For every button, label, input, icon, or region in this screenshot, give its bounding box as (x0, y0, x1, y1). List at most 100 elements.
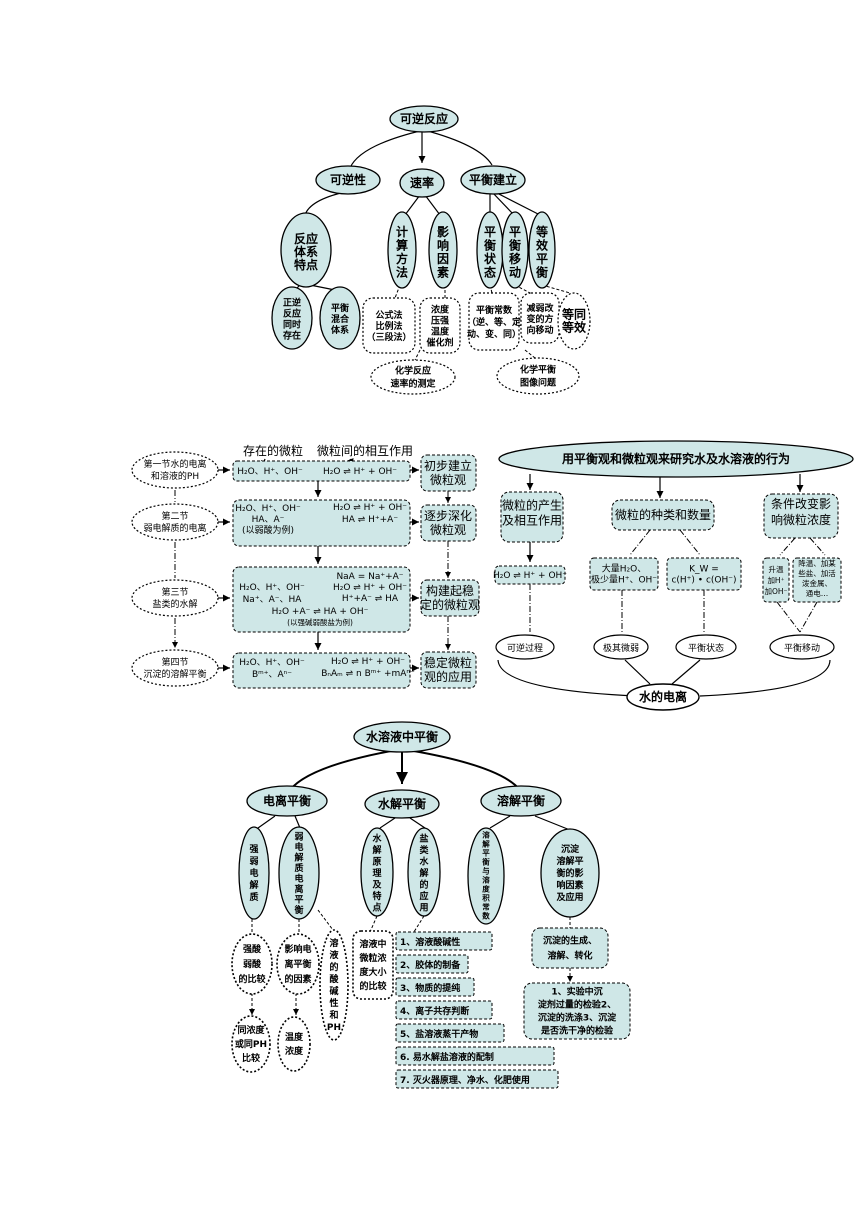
connector (349, 129, 425, 169)
application-item-box (395, 1069, 559, 1089)
node-label: 水解平衡 (378, 796, 426, 811)
bottom-node-label: 可逆过程 (507, 642, 543, 654)
box-label: K_W =c(H⁺) • c(OH⁻) (671, 565, 736, 586)
application-item: 6. 易水解盐溶液的配制 (400, 1051, 494, 1063)
node-l3 (362, 297, 416, 354)
connector (404, 194, 421, 216)
box-section-2 (232, 499, 411, 547)
box-label: 大量H₂O、极少量H⁺、OH⁻ (591, 563, 657, 586)
node-l3 (352, 930, 394, 1000)
root-label: 水溶液中平衡 (366, 729, 438, 744)
bottom-node-label: 平衡状态 (688, 642, 724, 654)
application-item: 2、胶体的制备 (400, 959, 461, 971)
box-section-4 (232, 652, 411, 689)
l3-labels: 正逆反应同时存在平衡混合体系公式法比例法（三段法）浓度压强温度催化剂平衡常数（逆… (283, 297, 587, 349)
section-label: 第一节水的电离和溶液的PH (143, 458, 206, 482)
interaction-label: H₂O ⇌ H⁺ + OH⁻HA ⇌ H⁺+A⁻ (333, 503, 407, 525)
eq-label: H₂O ⇌ H⁺ + OH⁻ (493, 571, 567, 581)
node-label: 浓度压强温度催化剂 (426, 304, 453, 349)
node-label: 化学反应速率的测定 (390, 365, 436, 390)
sec3-note: (以强碱弱酸盐为例) (287, 617, 353, 627)
connector (289, 748, 403, 791)
connector (494, 191, 541, 216)
node-l2 (387, 211, 417, 289)
interaction-label: H₂O ⇌ H⁺ + OH⁻BₙAₘ ⇌ n Bᵐ⁺ +mAⁿ⁻ (321, 657, 415, 679)
node-label: 平衡移动 (509, 225, 521, 280)
center-node (626, 683, 700, 711)
box-quantity (589, 557, 659, 591)
bottom-nodes: 化学反应速率的测定 化学平衡图像问题 (370, 357, 580, 395)
box-label: 升温加H⁺加OH⁻ (764, 565, 787, 596)
node-l3 (319, 929, 349, 1041)
diagram-particle-view: 存在的微粒 微粒间的相互作用 (131, 443, 480, 689)
application-item-box (395, 931, 493, 951)
connector (424, 194, 441, 216)
center-label: 水的电离 (639, 689, 687, 704)
section-label: 第四节沉淀的溶解平衡 (143, 656, 206, 680)
node-l3 (468, 292, 520, 351)
bottom-labels: 化学反应速率的测定 化学平衡图像问题 (390, 364, 557, 390)
node-label: 化学平衡图像问题 (520, 364, 557, 389)
node-label: 电离平衡 (263, 793, 311, 808)
section-2 (131, 503, 219, 541)
connector (491, 191, 515, 216)
node-ionization (246, 785, 328, 817)
connector (799, 601, 818, 633)
col-condition-change (763, 493, 839, 539)
section-4 (131, 649, 219, 687)
application-item: 5、盐溶液蒸干产物 (400, 1028, 478, 1040)
node-label: 计算方法 (396, 224, 408, 280)
node-label: 强酸弱酸的比较 (238, 943, 265, 985)
col-particle-origin (500, 491, 564, 543)
bottom-node-label: 极其微弱 (603, 642, 639, 654)
node-l2 (280, 212, 332, 288)
node-label: 温度浓度 (285, 1031, 304, 1057)
node-l3 (419, 297, 461, 354)
title-ellipse (498, 440, 854, 478)
node-label: 水解原理及特点 (372, 833, 382, 914)
result-label: 初步建立微粒观 (424, 458, 472, 487)
node-l3 (319, 286, 361, 350)
node-equilibrium (675, 634, 737, 660)
connector (294, 815, 301, 829)
level3-nodes: 正逆反应同时存在平衡混合体系公式法比例法（三段法）浓度压强温度催化剂平衡常数（逆… (271, 286, 591, 354)
node-label: 等同等效 (561, 307, 587, 335)
particles-label: H₂O、H⁺、OH⁻Bᵐ⁺、Aⁿ⁻ (239, 658, 305, 680)
connector (779, 537, 796, 556)
root-label: 可逆反应 (400, 111, 448, 126)
connector (671, 659, 701, 685)
node-l2 (428, 211, 458, 289)
col-particle-kind (611, 499, 715, 531)
node-l2 (501, 211, 529, 289)
box-other (792, 557, 842, 603)
box-section-3 (232, 566, 411, 633)
header-interaction: 微粒间的相互作用 (317, 443, 413, 458)
node-label: 弱电解质电离平衡 (294, 831, 303, 916)
application-item: 1、溶液酸碱性 (400, 936, 460, 948)
section-1 (131, 451, 219, 489)
box-precip-apps (523, 982, 631, 1040)
interaction-label: H₂O ⇌ H⁺ + OH⁻ (323, 467, 397, 477)
node-reversibility (315, 165, 381, 195)
connector (497, 659, 637, 697)
connector (809, 537, 826, 556)
result-label: 构建起稳定的微粒观 (420, 583, 480, 612)
node-shift (769, 634, 835, 660)
node-l4 (277, 1016, 311, 1072)
connector (679, 529, 701, 556)
node-l3 (276, 933, 320, 995)
application-item-box (395, 1000, 493, 1020)
connector (379, 817, 396, 829)
node-l2 (238, 826, 270, 920)
node-equilibrium-graph (496, 357, 580, 395)
node-label: 影响因素 (437, 224, 449, 280)
connector (423, 129, 493, 166)
particles-label: H₂O、H⁺、OH⁻HA、A⁻(以弱酸为例) (235, 504, 301, 536)
d3-title: 用平衡观和微粒观来研究水及水溶液的行为 (561, 451, 790, 466)
section-label: 第三节盐类的水解 (152, 586, 197, 610)
node-label: 强弱电解质 (249, 844, 258, 903)
connector (414, 349, 421, 361)
